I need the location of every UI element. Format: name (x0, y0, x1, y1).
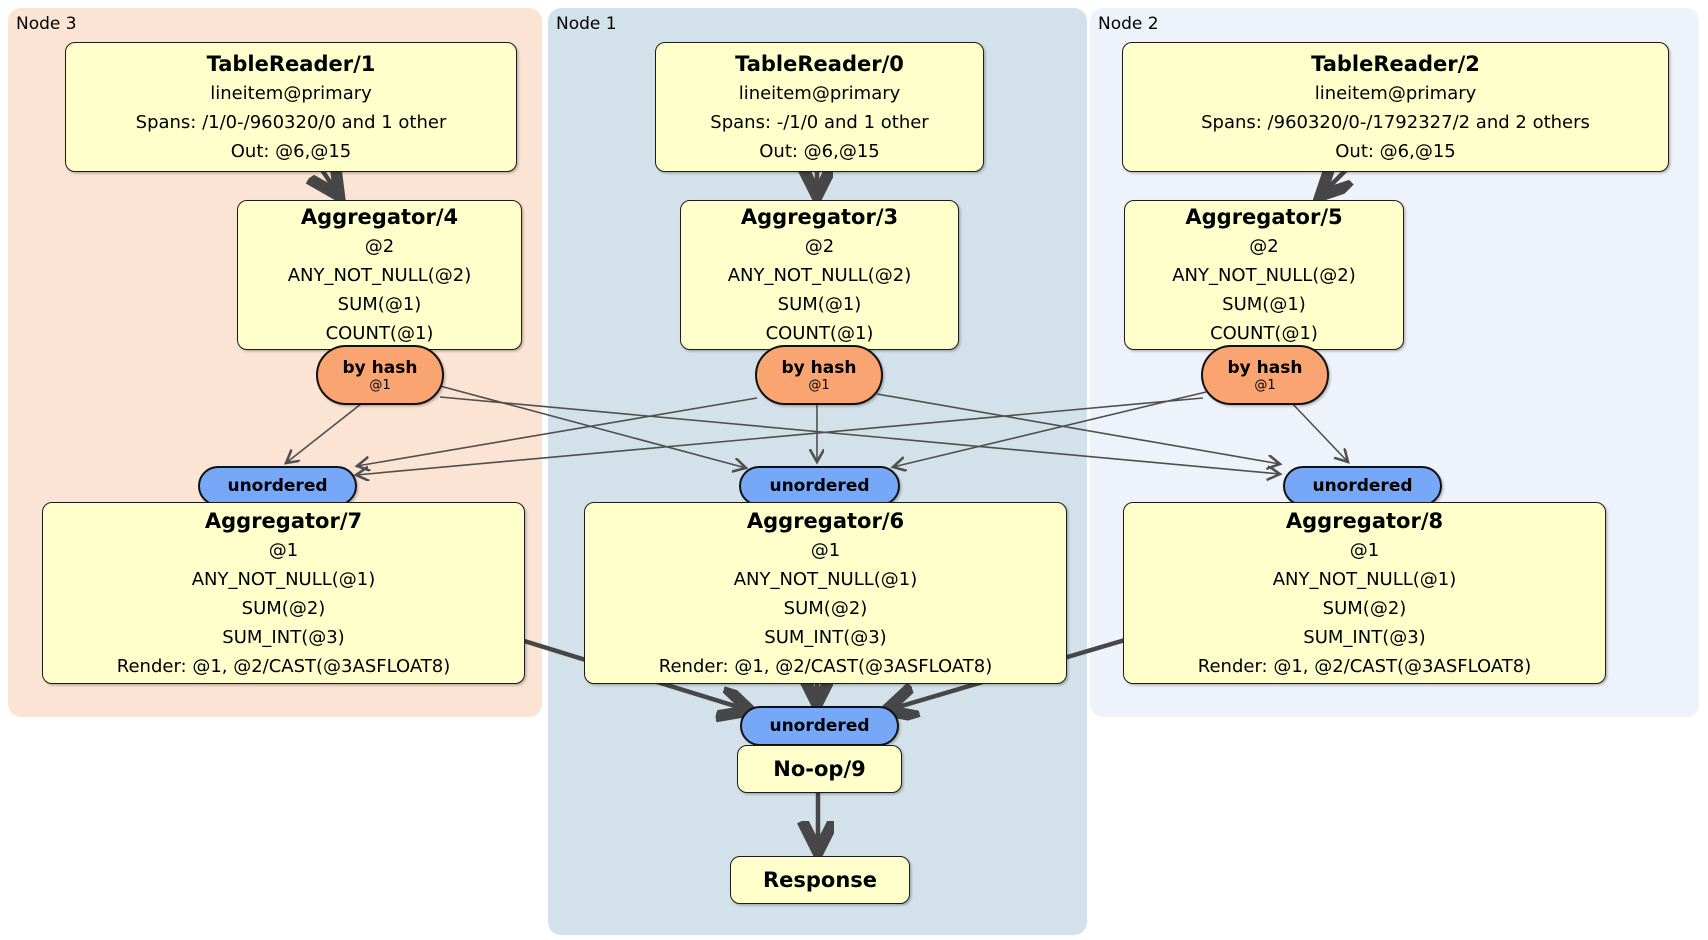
processor-spans: Spans: /960320/0-/1792327/2 and 2 others (1201, 111, 1590, 133)
aggregator5-box: Aggregator/5 @2 ANY_NOT_NULL(@2) SUM(@1)… (1124, 200, 1404, 350)
processor-out: Out: @6,@15 (230, 140, 352, 162)
tablereader2-box: TableReader/2 lineitem@primary Spans: /9… (1122, 42, 1669, 172)
hash-router-pill-node3: by hash @1 (316, 345, 444, 405)
processor-spans: Spans: /1/0-/960320/0 and 1 other (135, 111, 447, 133)
edge-hash3-unordered6 (439, 385, 746, 468)
router-key: @1 (369, 377, 391, 393)
agg-render: Render: @1, @2/CAST(@3ASFLOAT8) (1197, 655, 1532, 677)
tablereader0-box: TableReader/0 lineitem@primary Spans: -/… (655, 42, 984, 172)
agg-fn: SUM(@2) (783, 597, 868, 619)
processor-index: lineitem@primary (738, 82, 901, 104)
tablereader1-box: TableReader/1 lineitem@primary Spans: /1… (65, 42, 517, 172)
agg-fn: SUM(@1) (337, 294, 422, 315)
agg-fn: COUNT(@1) (1210, 323, 1318, 344)
agg-fn: COUNT(@1) (765, 323, 874, 344)
agg-group-cols: @1 (810, 539, 841, 561)
noop-box: No-op/9 (737, 745, 902, 793)
processor-title: Aggregator/7 (204, 508, 363, 533)
aggregator7-box: Aggregator/7 @1 ANY_NOT_NULL(@1) SUM(@2)… (42, 502, 525, 684)
agg-fn: SUM_INT(@3) (222, 626, 345, 648)
aggregator3-box: Aggregator/3 @2 ANY_NOT_NULL(@2) SUM(@1)… (680, 200, 959, 350)
agg-render: Render: @1, @2/CAST(@3ASFLOAT8) (116, 655, 451, 677)
aggregator6-box: Aggregator/6 @1 ANY_NOT_NULL(@1) SUM(@2)… (584, 502, 1067, 684)
edge-hash3-unordered7 (286, 399, 367, 463)
agg-group-cols: @2 (804, 236, 835, 257)
edge-hash5-unordered7 (356, 397, 1204, 475)
node3-label: Node 3 (16, 14, 77, 34)
processor-index: lineitem@primary (1314, 82, 1477, 104)
stream-label: unordered (227, 475, 328, 496)
hash-router-pill-node1: by hash @1 (755, 345, 883, 405)
processor-title: Aggregator/8 (1285, 508, 1444, 533)
agg-group-cols: @2 (1249, 236, 1279, 257)
edge-tablereader1-aggregator4 (322, 170, 338, 194)
agg-fn: ANY_NOT_NULL(@2) (1172, 265, 1356, 286)
agg-fn: ANY_NOT_NULL(@2) (727, 265, 912, 286)
stream-label: unordered (769, 715, 870, 736)
agg-fn: SUM_INT(@3) (1303, 626, 1426, 648)
stream-label: unordered (1312, 475, 1413, 496)
processor-out: Out: @6,@15 (1335, 140, 1456, 162)
router-label: by hash (1227, 357, 1303, 378)
edge-hash1-unordered7 (357, 397, 758, 466)
edge-hash1-unordered8 (876, 393, 1280, 464)
processor-title: TableReader/0 (735, 51, 904, 76)
node1-label: Node 1 (556, 14, 617, 34)
edge-tablereader2-aggregator5 (1322, 170, 1346, 194)
unordered-pill-node3: unordered (198, 466, 357, 506)
aggregator8-box: Aggregator/8 @1 ANY_NOT_NULL(@1) SUM(@2)… (1123, 502, 1606, 684)
processor-spans: Spans: -/1/0 and 1 other (710, 111, 929, 133)
unordered-pill-sink: unordered (740, 706, 899, 746)
agg-render: Render: @1, @2/CAST(@3ASFLOAT8) (658, 655, 993, 677)
router-key: @1 (808, 377, 830, 393)
processor-title: TableReader/1 (206, 51, 376, 76)
stream-label: unordered (769, 475, 870, 496)
unordered-pill-node2: unordered (1283, 466, 1442, 506)
agg-fn: ANY_NOT_NULL(@1) (733, 568, 918, 590)
processor-title: Aggregator/4 (300, 205, 459, 229)
agg-fn: ANY_NOT_NULL(@2) (287, 265, 472, 286)
router-key: @1 (1254, 377, 1276, 393)
aggregator4-box: Aggregator/4 @2 ANY_NOT_NULL(@2) SUM(@1)… (237, 200, 522, 350)
processor-index: lineitem@primary (210, 82, 372, 104)
agg-fn: ANY_NOT_NULL(@1) (1272, 568, 1457, 590)
router-label: by hash (781, 357, 857, 378)
hash-router-pill-node2: by hash @1 (1201, 345, 1329, 405)
agg-fn: SUM(@2) (241, 597, 326, 619)
agg-fn: SUM(@1) (1222, 294, 1306, 315)
processor-title: No-op/9 (773, 757, 866, 781)
router-label: by hash (342, 357, 418, 378)
agg-group-cols: @1 (1349, 539, 1380, 561)
processor-title: TableReader/2 (1311, 51, 1480, 76)
edge-hash5-unordered8 (1287, 398, 1348, 462)
agg-fn: ANY_NOT_NULL(@1) (191, 568, 376, 590)
processor-title: Aggregator/5 (1185, 205, 1343, 229)
agg-group-cols: @2 (364, 236, 395, 257)
processor-title: Aggregator/6 (746, 508, 905, 533)
agg-fn: COUNT(@1) (325, 323, 434, 344)
agg-group-cols: @1 (268, 539, 299, 561)
processor-out: Out: @6,@15 (759, 140, 880, 162)
processor-title: Response (762, 868, 878, 892)
response-box: Response (730, 856, 910, 904)
edge-hash3-unordered8 (439, 396, 1280, 474)
agg-fn: SUM_INT(@3) (764, 626, 887, 648)
node2-label: Node 2 (1098, 14, 1159, 34)
edge-hash5-unordered6 (893, 391, 1207, 467)
unordered-pill-node1: unordered (739, 466, 900, 506)
agg-fn: SUM(@2) (1322, 597, 1407, 619)
processor-title: Aggregator/3 (740, 205, 899, 229)
agg-fn: SUM(@1) (777, 294, 862, 315)
